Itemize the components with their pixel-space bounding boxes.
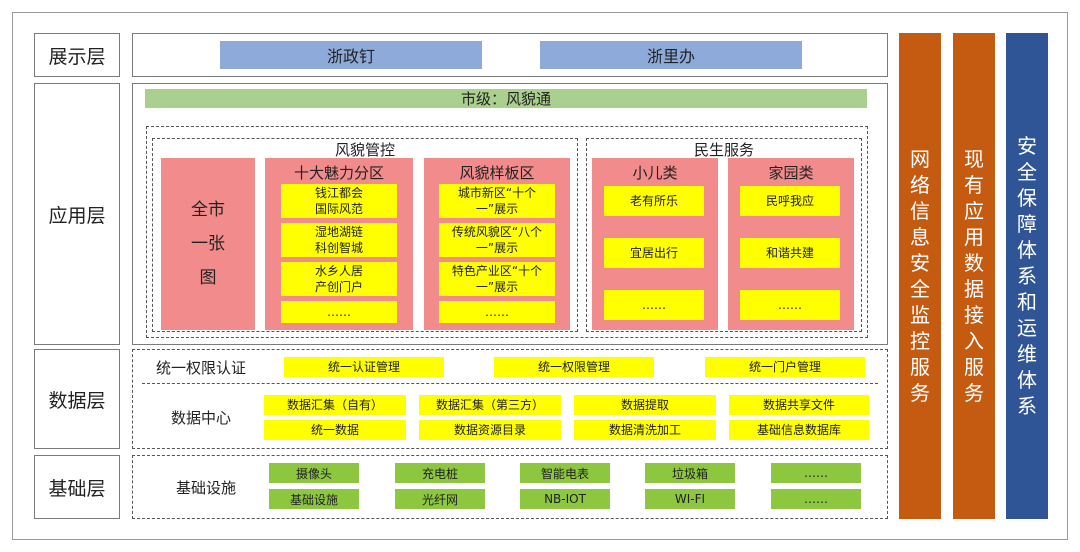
sample-areas-title: 风貌样板区 [459, 163, 535, 182]
data-center-item: 数据清洗加工 [574, 420, 716, 440]
side-column-char: 体 [1017, 368, 1037, 392]
side-column-char: 监 [910, 303, 930, 327]
data-center-item: 基础信息数据库 [729, 420, 869, 440]
infrastructure-item-more: …… [771, 489, 861, 509]
data-center-item: 数据汇集（自有） [264, 395, 406, 415]
side-column-char: 全 [1017, 160, 1037, 184]
side-column-char: 入 [964, 329, 984, 353]
home-title: 家园类 [768, 163, 814, 182]
data-center-item: 数据共享文件 [729, 395, 869, 415]
sample-area-item: 特色产业区“十个 一”展示 [439, 262, 555, 296]
children-item: 老有所乐 [604, 186, 704, 216]
side-column-char: 安 [910, 251, 930, 275]
side-column-char: 维 [1017, 342, 1037, 366]
auth-item: 统一权限管理 [494, 357, 654, 377]
data-center-item: 数据提取 [574, 395, 716, 415]
layer-label-data: 数据层 [34, 349, 120, 449]
auth-item: 统一门户管理 [705, 357, 865, 377]
ten-districts-title: 十大魅力分区 [293, 163, 384, 182]
app-zheliban: 浙里办 [540, 41, 802, 69]
minsheng-title: 民生服务 [693, 140, 754, 159]
base-layer-panel [132, 455, 888, 519]
infrastructure-item: NB-IOT [520, 489, 610, 509]
city-level-bar: 市级：风貌通 [145, 89, 867, 108]
side-column-char: 系 [1017, 264, 1037, 288]
district-item: 湿地湖链 科创智城 [281, 223, 397, 257]
side-column-char: 服 [964, 355, 984, 379]
side-column-char: 现 [964, 147, 984, 171]
children-item: 宜居出行 [604, 238, 704, 268]
infrastructure-item: 摄像头 [269, 463, 359, 483]
data-center-item: 数据资源目录 [419, 420, 561, 440]
data-center-item: 统一数据 [264, 420, 406, 440]
infrastructure-item: WI-FI [645, 489, 735, 509]
side-column-char: 接 [964, 303, 984, 327]
auth-item: 统一认证管理 [284, 357, 444, 377]
data-center-item: 数据汇集（第三方） [419, 395, 561, 415]
fengmao-group [152, 138, 578, 332]
data-layer-panel [132, 349, 888, 449]
layer-label-base: 基础层 [34, 455, 120, 519]
layer-label-display: 展示层 [34, 33, 120, 77]
side-column-char: 和 [1017, 290, 1037, 314]
side-column-char: 信 [910, 199, 930, 223]
full-city-map-block: 全市 一张 图 [161, 158, 255, 330]
district-item: 钱江都会 国际风范 [281, 184, 397, 218]
side-column-char: 有 [964, 173, 984, 197]
auth-label: 统一权限认证 [155, 358, 246, 377]
sample-area-item-more: …… [439, 301, 555, 323]
infrastructure-item: 智能电表 [520, 463, 610, 483]
home-item: 民呼我应 [740, 186, 840, 216]
sample-area-item: 城市新区“十个 一”展示 [439, 184, 555, 218]
infrastructure-item-more: …… [771, 463, 861, 483]
minsheng-group [586, 138, 862, 332]
infrastructure-item: 充电桩 [395, 463, 485, 483]
children-item-more: …… [604, 290, 704, 320]
app-zhezhengding: 浙政钉 [220, 41, 482, 69]
side-column-char: 服 [910, 355, 930, 379]
fengmao-title: 风貌管控 [334, 140, 395, 159]
side-column-char: 据 [964, 277, 984, 301]
children-title: 小儿类 [632, 163, 678, 182]
side-column-char: 系 [1017, 394, 1037, 418]
side-column-char: 运 [1017, 316, 1037, 340]
home-item: 和谐共建 [740, 238, 840, 268]
home-item-more: …… [740, 290, 840, 320]
infrastructure-label: 基础设施 [175, 478, 236, 497]
district-item-more: …… [281, 301, 397, 323]
infrastructure-item: 基础设施 [269, 489, 359, 509]
side-column-char: 息 [910, 225, 930, 249]
side-column-char: 保 [1017, 186, 1037, 210]
side-column-char: 控 [910, 329, 930, 353]
infrastructure-item: 垃圾箱 [645, 463, 735, 483]
data-layer-divider [142, 383, 878, 384]
diagram-frame [12, 12, 1068, 540]
side-column-char: 应 [964, 199, 984, 223]
data-center-label: 数据中心 [170, 408, 231, 427]
side-column-data-access: 现有应用数据接入服务 [953, 33, 995, 519]
application-group [146, 126, 868, 338]
sample-area-item: 传统风貌区“八个 一”展示 [439, 223, 555, 257]
side-column-security-ops: 安全保障体系和运维体系 [1006, 33, 1048, 519]
side-column-char: 络 [910, 173, 930, 197]
side-column-char: 数 [964, 251, 984, 275]
side-column-char: 安 [1017, 134, 1037, 158]
side-column-char: 用 [964, 225, 984, 249]
side-column-char: 务 [910, 381, 930, 405]
layer-label-application: 应用层 [34, 83, 120, 345]
infrastructure-item: 光纤网 [395, 489, 485, 509]
side-column-char: 体 [1017, 238, 1037, 262]
side-column-network-security: 网络信息安全监控服务 [899, 33, 941, 519]
district-item: 水乡人居 产创门户 [281, 262, 397, 296]
side-column-char: 障 [1017, 212, 1037, 236]
side-column-char: 网 [910, 147, 930, 171]
side-column-char: 全 [910, 277, 930, 301]
side-column-char: 务 [964, 381, 984, 405]
